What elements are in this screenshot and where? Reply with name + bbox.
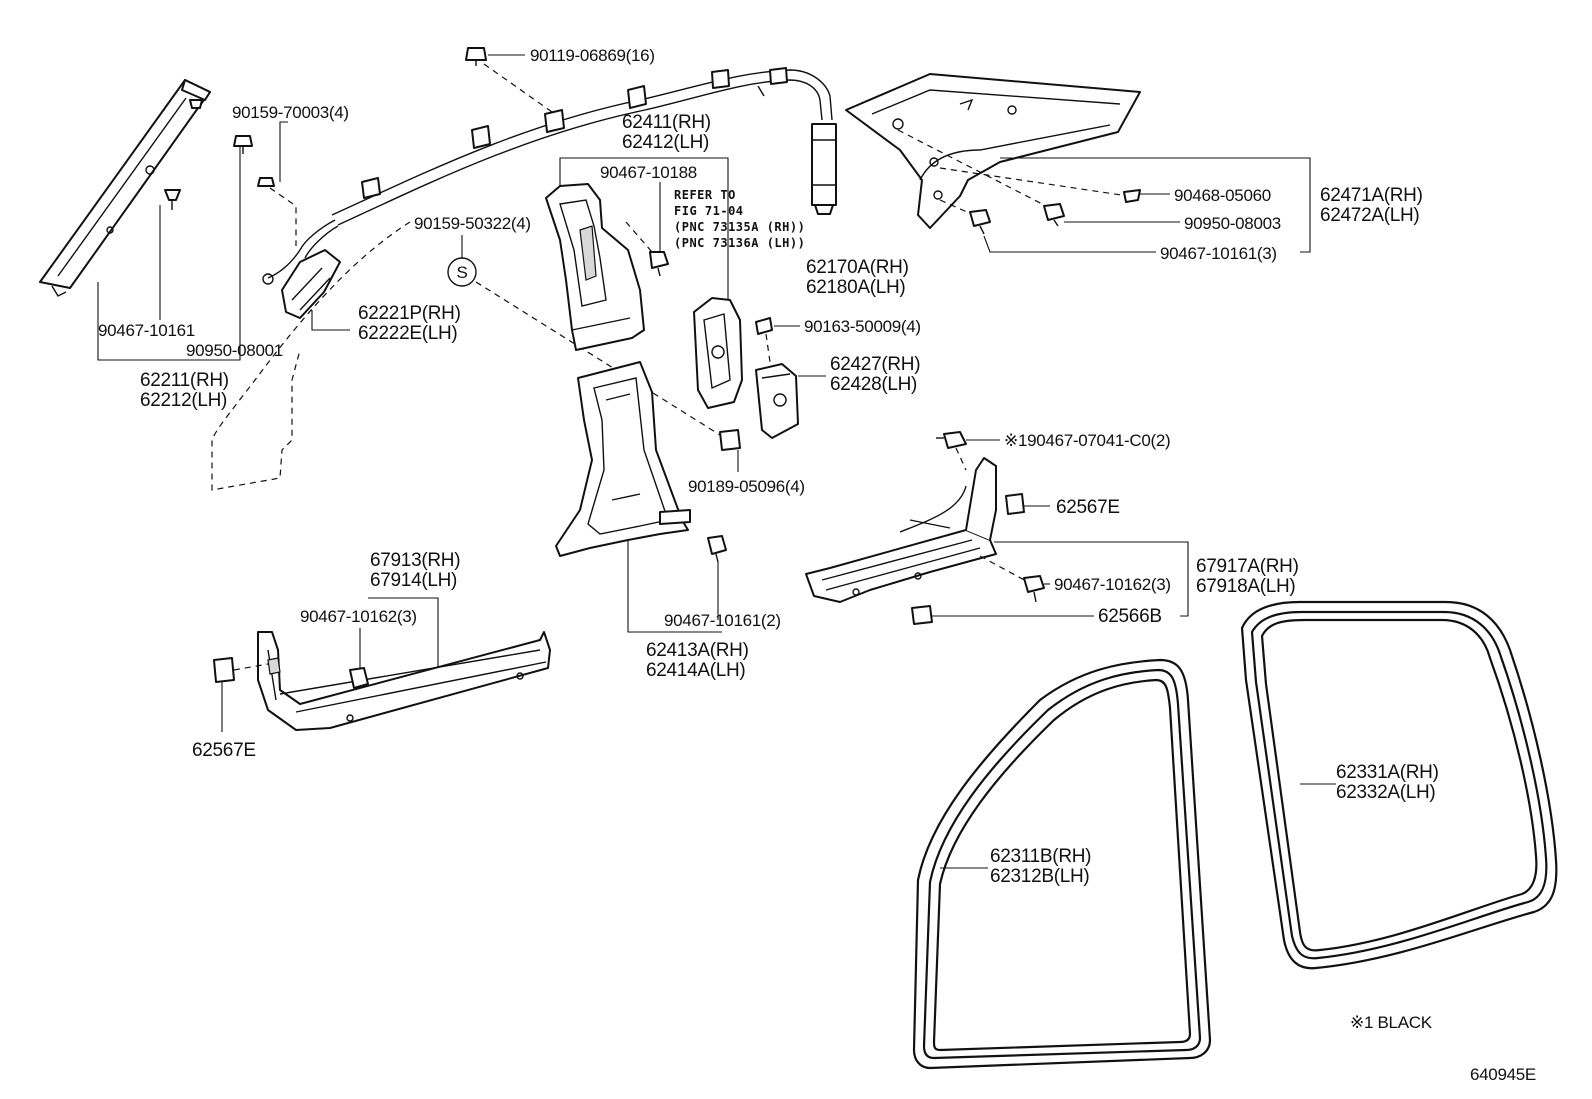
label-62471a: 62471A(RH) (1320, 185, 1423, 206)
label-90163: 90163-50009(4) (804, 317, 921, 336)
label-refer-to: REFER TO (674, 188, 736, 202)
note-black: ※1 BLACK (1350, 1013, 1433, 1032)
roof-side-inner-garnish (845, 73, 1141, 229)
front-door-weatherstrip (912, 658, 1212, 1070)
b-pillar-upper-garnish (545, 183, 645, 351)
clip-90468 (1123, 189, 1141, 203)
clip-90467-10162-right (1023, 575, 1045, 603)
label-67917a: 67917A(RH) (1196, 556, 1299, 577)
label-90950-08001: 90950-08001 (186, 341, 283, 360)
s-marker: S (447, 257, 477, 287)
label-62311b: 62311B(RH) (990, 846, 1091, 867)
clip-62567e-right (1005, 493, 1025, 515)
clip-90163 (755, 317, 773, 335)
label-90950-08003: 90950-08003 (1184, 214, 1281, 233)
label-62566b: 62566B (1098, 606, 1162, 627)
label-62428: 62428(LH) (830, 374, 917, 395)
label-90159-70003: 90159-70003(4) (232, 103, 349, 122)
clip-62566b (911, 605, 933, 625)
cover-62427 (755, 363, 799, 439)
s-marker-label: S (456, 263, 467, 282)
label-90467-07041: ※190467-07041-C0(2) (1004, 431, 1170, 450)
label-62180a: 62180A(LH) (806, 277, 905, 298)
curtain-airbag-assembly (262, 67, 837, 285)
label-62332a: 62332A(LH) (1336, 782, 1435, 803)
label-67913: 67913(RH) (370, 550, 460, 571)
label-62472a: 62472A(LH) (1320, 205, 1419, 226)
label-62211: 62211(RH) (140, 370, 229, 391)
label-67918a: 67918A(LH) (1196, 576, 1295, 597)
clip-62567e-left (213, 657, 235, 683)
rear-scuff-plate (805, 457, 997, 603)
label-62221p: 62221P(RH) (358, 303, 461, 324)
label-62222e: 62222E(LH) (358, 323, 457, 344)
clip-90467-10161-b (707, 535, 727, 563)
a-pillar-garnish (39, 79, 211, 297)
label-62411: 62411(RH) (622, 112, 711, 133)
rear-door-weatherstrip (1240, 600, 1558, 970)
clip-90189-05096 (719, 429, 741, 451)
label-90467-10161: 90467-10161 (98, 321, 195, 340)
airbag-bracket-62221 (281, 249, 341, 319)
label-refer-fig: FIG 71-04 (674, 204, 744, 218)
clip-a-pillar (164, 99, 203, 210)
clip-90119-06869 (465, 47, 487, 66)
label-90467-10162-right: 90467-10162(3) (1054, 575, 1171, 594)
seat-belt-anchor-cover (693, 297, 743, 409)
front-scuff-plate (257, 631, 551, 731)
label-62412: 62412(LH) (622, 132, 709, 153)
label-62331a: 62331A(RH) (1336, 762, 1439, 783)
label-refer-pnc-rh: (PNC 73135A (RH)) (674, 220, 805, 234)
clip-90467-10162-left (349, 667, 369, 689)
clip-90950-08003 (1043, 203, 1065, 227)
label-62567e-right: 62567E (1056, 497, 1120, 518)
label-90119: 90119-06869(16) (530, 46, 655, 65)
clip-90159-70003 (233, 135, 275, 187)
clip-90467-10188 (649, 251, 669, 277)
label-62427: 62427(RH) (830, 354, 920, 375)
label-62212: 62212(LH) (140, 390, 227, 411)
label-90159-50322: 90159-50322(4) (414, 214, 531, 233)
label-62312b: 62312B(LH) (990, 866, 1089, 887)
label-62414a: 62414A(LH) (646, 660, 745, 681)
label-62567e-left: 62567E (192, 740, 256, 761)
clip-90467-07041 (936, 431, 967, 449)
clip-90467-10161-c (969, 209, 991, 235)
label-62413a: 62413A(RH) (646, 640, 749, 661)
label-refer-pnc-lh: (PNC 73136A (LH)) (674, 236, 805, 250)
label-90467-10161-3: 90467-10161(3) (1160, 244, 1277, 263)
label-62170a: 62170A(RH) (806, 257, 909, 278)
label-90467-10162-left: 90467-10162(3) (300, 607, 417, 626)
label-90468: 90468-05060 (1174, 186, 1271, 205)
label-67914: 67914(LH) (370, 570, 457, 591)
label-90467-10161-2: 90467-10161(2) (664, 611, 781, 630)
label-90189: 90189-05096(4) (688, 477, 805, 496)
label-90467-10188: 90467-10188 (600, 163, 697, 182)
figure-code: 640945E (1470, 1065, 1536, 1084)
b-pillar-lower-garnish (555, 361, 691, 557)
